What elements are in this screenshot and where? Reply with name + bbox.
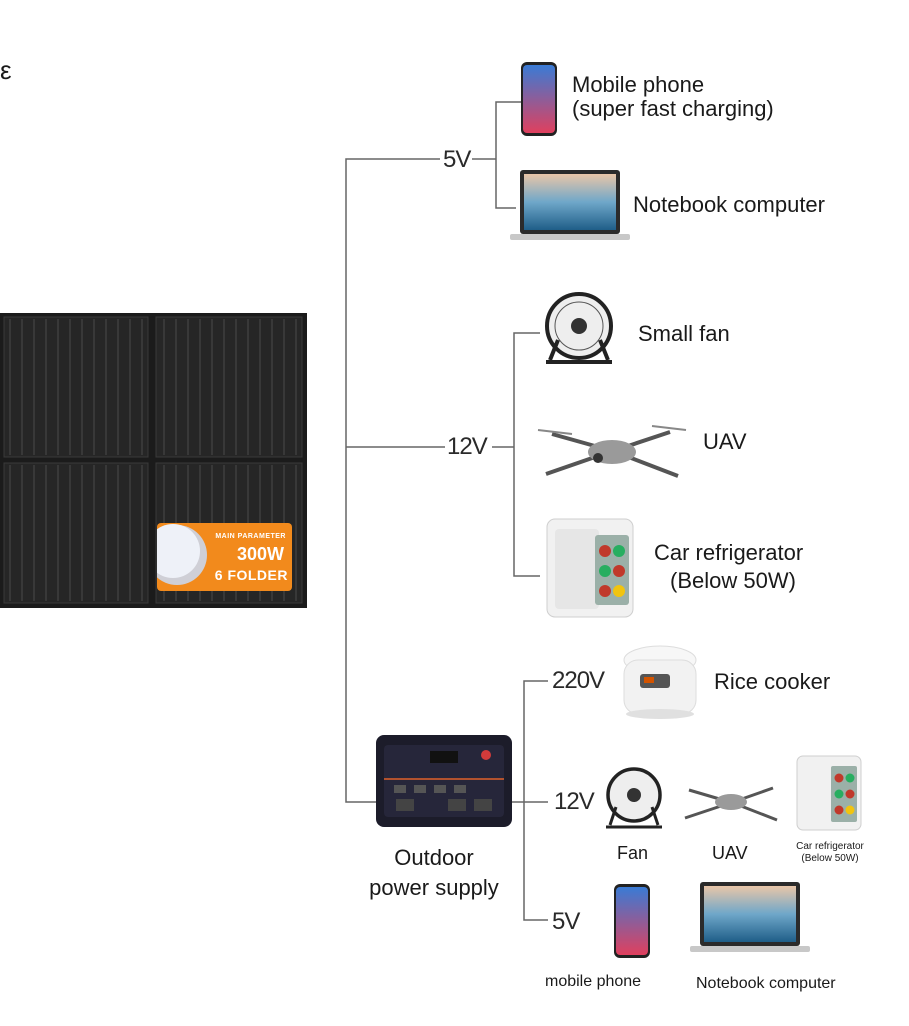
voltage-12v-low: 12V bbox=[552, 788, 596, 815]
small-fan-label: Small fan bbox=[638, 321, 730, 346]
mobile-phone-low-icon bbox=[614, 884, 650, 958]
fan-icon bbox=[606, 767, 662, 829]
car-fridge-label: Car refrigerator bbox=[654, 540, 804, 565]
badge-subtitle: MAIN PARAMETER bbox=[215, 533, 286, 540]
uav-label: UAV bbox=[703, 429, 747, 454]
rice-cooker-label: Rice cooker bbox=[714, 669, 831, 694]
mobile-phone-icon bbox=[521, 62, 557, 136]
car-fridge-icon bbox=[546, 518, 634, 618]
car-fridge-small-sub-label: (Below 50W) bbox=[801, 853, 859, 864]
drone-small-icon bbox=[684, 786, 778, 822]
uav-low-label: UAV bbox=[712, 843, 748, 863]
mobile-phone-low-label: mobile phone bbox=[545, 973, 642, 990]
laptop-low-icon bbox=[690, 882, 810, 952]
mobile-phone-sub-label: (super fast charging) bbox=[572, 96, 774, 121]
badge-power: 300W bbox=[236, 544, 284, 564]
power-supply-sub-label: power supply bbox=[369, 875, 499, 900]
parameter-badge: MAIN PARAMETER 300W 6 FOLDER bbox=[157, 523, 292, 591]
fan-label: Fan bbox=[617, 843, 649, 863]
badge-folder: 6 FOLDER bbox=[214, 567, 288, 583]
laptop-icon bbox=[510, 170, 630, 240]
notebook-label: Notebook computer bbox=[633, 192, 825, 217]
power-supply-label: Outdoor bbox=[394, 845, 474, 870]
rice-cooker-icon bbox=[623, 645, 697, 719]
voltage-5v-top: 5V bbox=[441, 146, 473, 173]
car-fridge-small-label: Car refrigerator bbox=[796, 841, 864, 852]
voltage-220v: 220V bbox=[550, 667, 607, 694]
power-station-icon bbox=[376, 735, 512, 827]
car-fridge-sub-label: (Below 50W) bbox=[670, 568, 796, 593]
notebook-low-label: Notebook computer bbox=[696, 975, 836, 992]
car-fridge-small-icon bbox=[796, 755, 862, 831]
voltage-12v-mid: 12V bbox=[445, 433, 489, 460]
voltage-5v-low: 5V bbox=[550, 908, 582, 935]
partial-glyph: ε bbox=[0, 55, 12, 85]
drone-icon bbox=[537, 425, 687, 478]
small-fan-icon bbox=[545, 292, 613, 364]
mobile-phone-label: Mobile phone bbox=[572, 72, 705, 97]
badge-circle-icon bbox=[157, 524, 207, 585]
